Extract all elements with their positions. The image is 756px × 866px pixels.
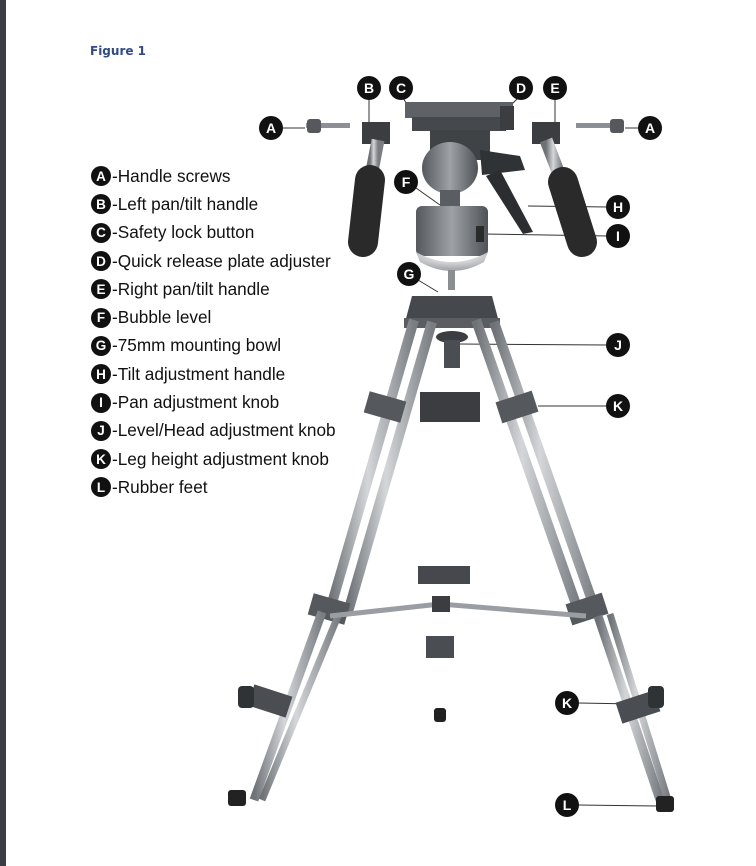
pan-base bbox=[416, 206, 488, 290]
legend-text: Level/Head adjustment knob bbox=[117, 420, 336, 441]
callout-l: L bbox=[555, 793, 579, 817]
callout-b: B bbox=[357, 76, 381, 100]
level-head-adjustment-knob bbox=[436, 331, 468, 368]
legend-text: Pan adjustment knob bbox=[117, 392, 280, 413]
right-leg bbox=[471, 318, 674, 812]
legend-letter-badge: A bbox=[91, 166, 111, 187]
callout-i: I bbox=[606, 224, 630, 248]
svg-text:D: D bbox=[516, 80, 526, 96]
svg-text:C: C bbox=[396, 80, 406, 96]
mid-level-spreader bbox=[329, 596, 587, 619]
left-pan-handle bbox=[348, 122, 390, 257]
svg-text:F: F bbox=[402, 174, 411, 190]
svg-text:K: K bbox=[613, 398, 623, 414]
fluid-head-body bbox=[422, 130, 533, 234]
callout-g: G bbox=[397, 262, 421, 286]
callout-badges: A B C D E A F H I G J K K L bbox=[259, 76, 662, 817]
svg-text:B: B bbox=[364, 80, 374, 96]
legend-item: I-Pan adjustment knob bbox=[91, 388, 336, 416]
callout-j: J bbox=[606, 333, 630, 357]
legend-item: H-Tilt adjustment handle bbox=[91, 360, 336, 388]
legend-item: K-Leg height adjustment knob bbox=[91, 445, 336, 473]
svg-text:E: E bbox=[550, 80, 559, 96]
legend-item: B-Left pan/tilt handle bbox=[91, 190, 336, 218]
legend-text: Handle screws bbox=[117, 165, 231, 186]
center-leg bbox=[418, 392, 480, 722]
svg-text:I: I bbox=[616, 228, 620, 244]
legend-letter-badge: I bbox=[91, 392, 111, 413]
legend-text: Right pan/tilt handle bbox=[117, 278, 270, 299]
leader-lines bbox=[283, 95, 661, 807]
legend-letter-badge: L bbox=[91, 477, 111, 498]
callout-e: E bbox=[543, 76, 567, 100]
legend-text: Safety lock button bbox=[117, 222, 255, 243]
legend-item: J-Level/Head adjustment knob bbox=[91, 417, 336, 445]
legend-text: Quick release plate adjuster bbox=[117, 250, 331, 271]
figure-label: Figure 1 bbox=[90, 44, 147, 58]
legend-item: A-Handle screws bbox=[91, 162, 336, 190]
left-leg bbox=[228, 318, 437, 806]
callout-k-upper: K bbox=[606, 394, 630, 418]
legend-letter-badge: J bbox=[91, 420, 111, 441]
legend-letter-badge: B bbox=[91, 194, 111, 215]
svg-text:K: K bbox=[562, 695, 572, 711]
svg-text:H: H bbox=[613, 199, 623, 215]
legend-text: Leg height adjustment knob bbox=[117, 448, 329, 469]
legend-item: F-Bubble level bbox=[91, 303, 336, 331]
legend-letter-badge: E bbox=[91, 279, 111, 300]
tripod-spider bbox=[404, 296, 500, 328]
svg-text:G: G bbox=[404, 266, 415, 282]
legend-item: G-75mm mounting bowl bbox=[91, 332, 336, 360]
legend-item: L-Rubber feet bbox=[91, 473, 336, 501]
legend-letter-badge: C bbox=[91, 222, 111, 243]
svg-text:A: A bbox=[645, 120, 655, 136]
parts-legend: A-Handle screws B-Left pan/tilt handle C… bbox=[91, 162, 336, 502]
callout-k-lower: K bbox=[555, 691, 579, 715]
legend-text: Left pan/tilt handle bbox=[117, 193, 259, 214]
right-pan-handle bbox=[532, 122, 597, 257]
legend-letter-badge: K bbox=[91, 449, 111, 470]
svg-text:J: J bbox=[614, 337, 622, 353]
svg-text:A: A bbox=[266, 120, 276, 136]
legend-item: D-Quick release plate adjuster bbox=[91, 247, 336, 275]
callout-a-left: A bbox=[259, 116, 283, 140]
handle-screw-right bbox=[576, 119, 624, 133]
handle-screw-left bbox=[306, 119, 350, 133]
callout-c: C bbox=[389, 76, 413, 100]
page-edge-bar bbox=[0, 0, 6, 866]
legend-item: E-Right pan/tilt handle bbox=[91, 275, 336, 303]
legend-letter-badge: G bbox=[91, 335, 111, 356]
callout-d: D bbox=[509, 76, 533, 100]
legend-letter-badge: D bbox=[91, 251, 111, 272]
callout-h: H bbox=[606, 195, 630, 219]
legend-item: C-Safety lock button bbox=[91, 219, 336, 247]
legend-text: Rubber feet bbox=[117, 476, 208, 497]
callout-a-right: A bbox=[638, 116, 662, 140]
legend-text: Bubble level bbox=[117, 307, 212, 328]
legend-letter-badge: F bbox=[91, 307, 111, 328]
legend-letter-badge: H bbox=[91, 364, 111, 385]
legend-text: 75mm mounting bowl bbox=[117, 335, 282, 356]
legend-text: Tilt adjustment handle bbox=[117, 363, 286, 384]
svg-text:L: L bbox=[563, 797, 572, 813]
callout-f: F bbox=[394, 170, 418, 194]
quick-release-plate bbox=[405, 102, 514, 131]
